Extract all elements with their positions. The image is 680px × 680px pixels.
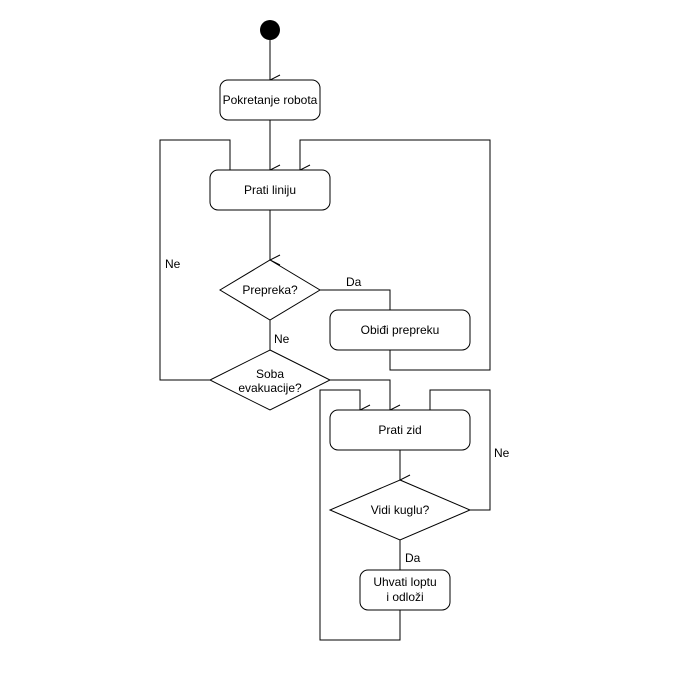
action-label: Prati zid [378,423,421,437]
action-label: Prati liniju [244,183,296,197]
action-uhvati-loptu: Uhvati loptu i odloži [359,569,451,611]
action-label-line1: Uhvati loptu [373,575,436,589]
edge-label-vidi-ne: Ne [494,446,510,460]
action-label-line2: i odloži [386,590,423,604]
edge-label-prepreka-ne: Ne [274,332,290,346]
decision-prepreka: Prepreka? [219,259,321,321]
edge-obidi-to-prati-liniju [300,139,491,371]
decision-label: Vidi kuglu? [371,503,430,517]
start-node [260,20,280,40]
decision-label-line2: evakuacije? [238,381,302,395]
action-label: Pokretanje robota [223,93,318,107]
decision-label: Prepreka? [242,283,298,297]
edge-label-vidi-da: Da [405,551,421,565]
action-prati-zid: Prati zid [329,409,471,451]
edge-label-prepreka-da: Da [346,275,362,289]
edge-label-soba-ne: Ne [165,257,181,271]
decision-label-line1: Soba [256,367,284,381]
edge-soba-ne-to-prati-liniju [159,139,231,381]
action-pokretanje-robota: Pokretanje robota [219,79,321,121]
action-label: Obiđi prepreku [361,323,440,337]
decision-soba-evakuacije: Soba evakuacije? [208,349,332,411]
edge-vidi-kuglu-ne-to-prati-zid [429,389,491,511]
edge-soba-to-prati-zid [330,379,390,410]
action-prati-liniju: Prati liniju [209,169,331,211]
edge-prepreka-da-to-obidi [320,289,391,310]
edge-uhvati-to-prati-zid [319,389,401,641]
decision-vidi-kuglu: Vidi kuglu? [328,479,472,541]
action-obidi-prepreku: Obiđi prepreku [329,309,471,351]
